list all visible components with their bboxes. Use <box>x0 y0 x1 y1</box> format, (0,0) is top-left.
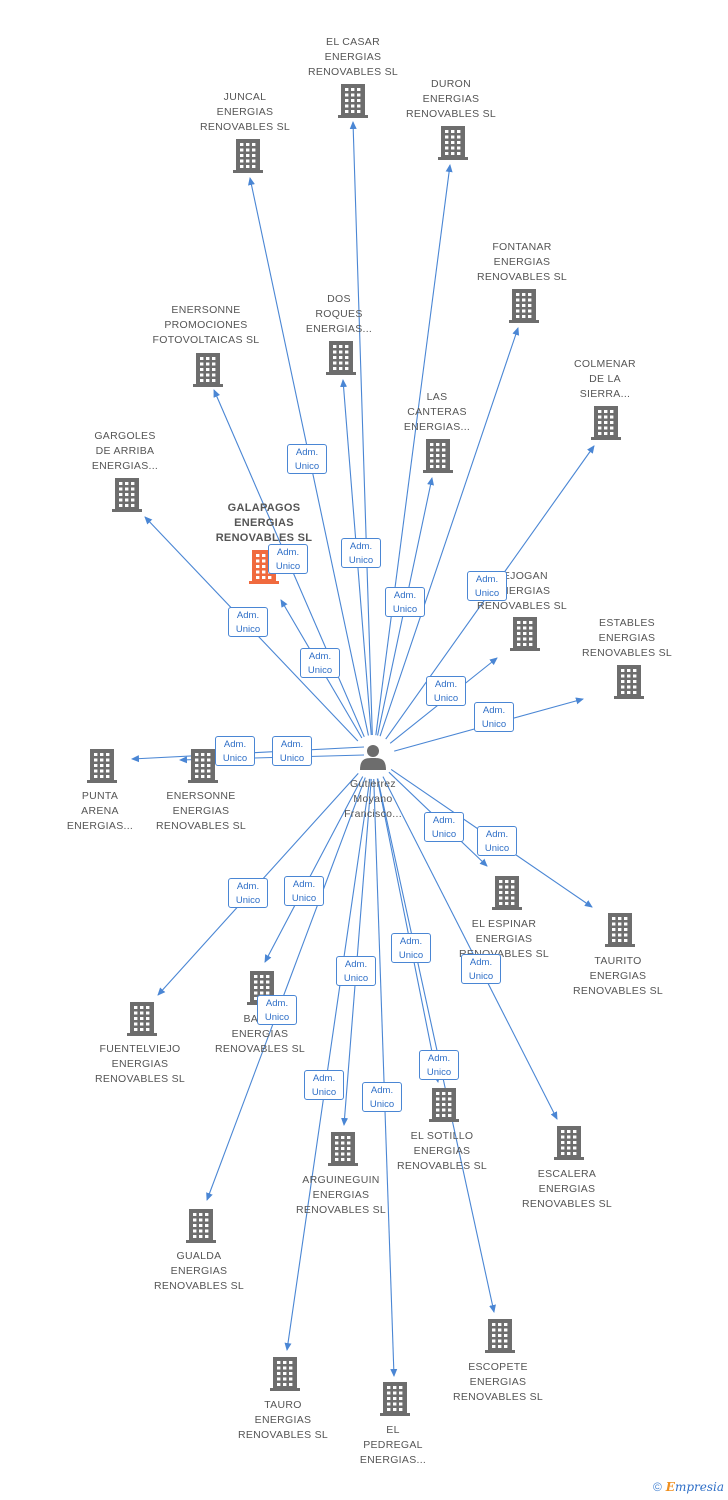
building-icon-estables[interactable] <box>614 665 644 699</box>
building-icon-las-canteras[interactable] <box>423 439 453 473</box>
copyright-symbol: © <box>652 1480 662 1494</box>
company-label-tejogan[interactable]: TEJOGAN ENERGIAS RENOVABLES SL <box>476 570 568 612</box>
building-icon-tejogan[interactable] <box>510 617 540 651</box>
building-icon-enersonne[interactable] <box>188 749 218 783</box>
building-icon-taurito[interactable] <box>605 913 635 947</box>
company-label-estables[interactable]: ESTABLES ENERGIAS RENOVABLES SL <box>581 617 673 659</box>
company-label-el-casar[interactable]: EL CASAR ENERGIAS RENOVABLES SL <box>307 36 399 78</box>
building-icon-juncal[interactable] <box>233 139 263 173</box>
relation-badge[interactable]: Adm. Unico <box>362 1082 402 1112</box>
relation-badge[interactable]: Adm. Unico <box>341 538 381 568</box>
company-label-gualda[interactable]: GUALDA ENERGIAS RENOVABLES SL <box>153 1250 245 1292</box>
relation-badge[interactable]: Adm. Unico <box>336 956 376 986</box>
company-label-enersonne[interactable]: ENERSONNE ENERGIAS RENOVABLES SL <box>155 790 247 832</box>
building-icon-escalera[interactable] <box>554 1126 584 1160</box>
company-label-galapagos[interactable]: GALAPAGOS ENERGIAS RENOVABLES SL <box>215 502 313 544</box>
edge-to-bahia <box>264 776 364 963</box>
relation-badge[interactable]: Adm. Unico <box>272 736 312 766</box>
building-icon-el-espinar[interactable] <box>492 876 522 910</box>
company-label-el-sotillo[interactable]: EL SOTILLO ENERGIAS RENOVABLES SL <box>396 1130 488 1172</box>
relation-badge[interactable]: Adm. Unico <box>461 954 501 984</box>
building-icon-dos-roques[interactable] <box>326 341 356 375</box>
building-icon-enersonne-promociones[interactable] <box>193 353 223 387</box>
relation-badge[interactable]: Adm. Unico <box>474 702 514 732</box>
building-icon-fontanar[interactable] <box>509 289 539 323</box>
relation-badge[interactable]: Adm. Unico <box>284 876 324 906</box>
building-icon-el-pedregal[interactable] <box>380 1382 410 1416</box>
icons-layer <box>87 84 644 1416</box>
building-icon-punta-arena[interactable] <box>87 749 117 783</box>
building-icon-arguineguin[interactable] <box>328 1132 358 1166</box>
relation-badge[interactable]: Adm. Unico <box>304 1070 344 1100</box>
building-icon-el-casar[interactable] <box>338 84 368 118</box>
company-label-fontanar[interactable]: FONTANAR ENERGIAS RENOVABLES SL <box>476 241 568 283</box>
footer-brand[interactable]: ©Empresia <box>653 1480 724 1494</box>
building-icon-escopete[interactable] <box>485 1319 515 1353</box>
building-icon-tauro[interactable] <box>270 1357 300 1391</box>
company-label-tauro[interactable]: TAURO ENERGIAS RENOVABLES SL <box>237 1399 329 1441</box>
relation-badge[interactable]: Adm. Unico <box>419 1050 459 1080</box>
company-label-dos-roques[interactable]: DOS ROQUES ENERGIAS... <box>305 293 373 335</box>
edge-to-el-sotillo <box>376 778 441 1083</box>
relation-badge[interactable]: Adm. Unico <box>424 812 464 842</box>
edge-to-tauro <box>284 778 371 1351</box>
brand-initial: E <box>665 1480 675 1494</box>
brand-name: mpresia <box>674 1480 724 1494</box>
relation-badge[interactable]: Adm. Unico <box>426 676 466 706</box>
company-label-punta-arena[interactable]: PUNTA ARENA ENERGIAS... <box>66 790 134 832</box>
edge-to-escalera <box>382 776 558 1120</box>
company-label-taurito[interactable]: TAURITO ENERGIAS RENOVABLES SL <box>572 955 664 997</box>
company-label-el-pedregal[interactable]: EL PEDREGAL ENERGIAS... <box>359 1424 427 1466</box>
edge-to-arguineguin <box>341 778 372 1126</box>
relation-badge[interactable]: Adm. Unico <box>228 607 268 637</box>
relation-badge[interactable]: Adm. Unico <box>228 878 268 908</box>
company-label-las-canteras[interactable]: LAS CANTERAS ENERGIAS... <box>403 391 471 433</box>
company-label-escopete[interactable]: ESCOPETE ENERGIAS RENOVABLES SL <box>452 1361 544 1403</box>
company-label-enersonne-promociones[interactable]: ENERSONNE PROMOCIONES FOTOVOLTAICAS SL <box>152 304 260 346</box>
company-label-gargoles[interactable]: GARGOLES DE ARRIBA ENERGIAS... <box>91 430 159 472</box>
relation-badge[interactable]: Adm. Unico <box>287 444 327 474</box>
edge-to-el-casar <box>349 121 373 736</box>
company-label-escalera[interactable]: ESCALERA ENERGIAS RENOVABLES SL <box>521 1168 613 1210</box>
relation-badge[interactable]: Adm. Unico <box>391 933 431 963</box>
relation-badge[interactable]: Adm. Unico <box>257 995 297 1025</box>
company-label-fuentelviejo[interactable]: FUENTELVIEJO ENERGIAS RENOVABLES SL <box>94 1043 186 1085</box>
relation-badge[interactable]: Adm. Unico <box>268 544 308 574</box>
relation-badge[interactable]: Adm. Unico <box>467 571 507 601</box>
person-label[interactable]: Gutierrez Moyano Francisco... <box>344 778 402 820</box>
company-label-el-espinar[interactable]: EL ESPINAR ENERGIAS RENOVABLES SL <box>459 918 550 960</box>
company-label-duron[interactable]: DURON ENERGIAS RENOVABLES SL <box>405 78 497 120</box>
building-icon-gargoles[interactable] <box>112 478 142 512</box>
company-label-colmenar[interactable]: COLMENAR DE LA SIERRA... <box>574 358 636 400</box>
edge-to-escopete <box>377 778 496 1313</box>
company-label-juncal[interactable]: JUNCAL ENERGIAS RENOVABLES SL <box>199 91 291 133</box>
building-icon-el-sotillo[interactable] <box>429 1088 459 1122</box>
building-icon-colmenar[interactable] <box>591 406 621 440</box>
relation-badge[interactable]: Adm. Unico <box>215 736 255 766</box>
relation-badge[interactable]: Adm. Unico <box>385 587 425 617</box>
relation-badge[interactable]: Adm. Unico <box>300 648 340 678</box>
building-icon-duron[interactable] <box>438 126 468 160</box>
edge-to-el-pedregal <box>373 778 398 1377</box>
edge-to-gualda <box>206 777 366 1201</box>
edge-to-duron <box>375 164 453 736</box>
building-icon-gualda[interactable] <box>186 1209 216 1243</box>
relation-badge[interactable]: Adm. Unico <box>477 826 517 856</box>
edge-to-fontanar <box>379 327 520 737</box>
company-label-arguineguin[interactable]: ARGUINEGUIN ENERGIAS RENOVABLES SL <box>295 1174 387 1216</box>
building-icon-fuentelviejo[interactable] <box>127 1002 157 1036</box>
person-icon[interactable] <box>360 745 386 770</box>
